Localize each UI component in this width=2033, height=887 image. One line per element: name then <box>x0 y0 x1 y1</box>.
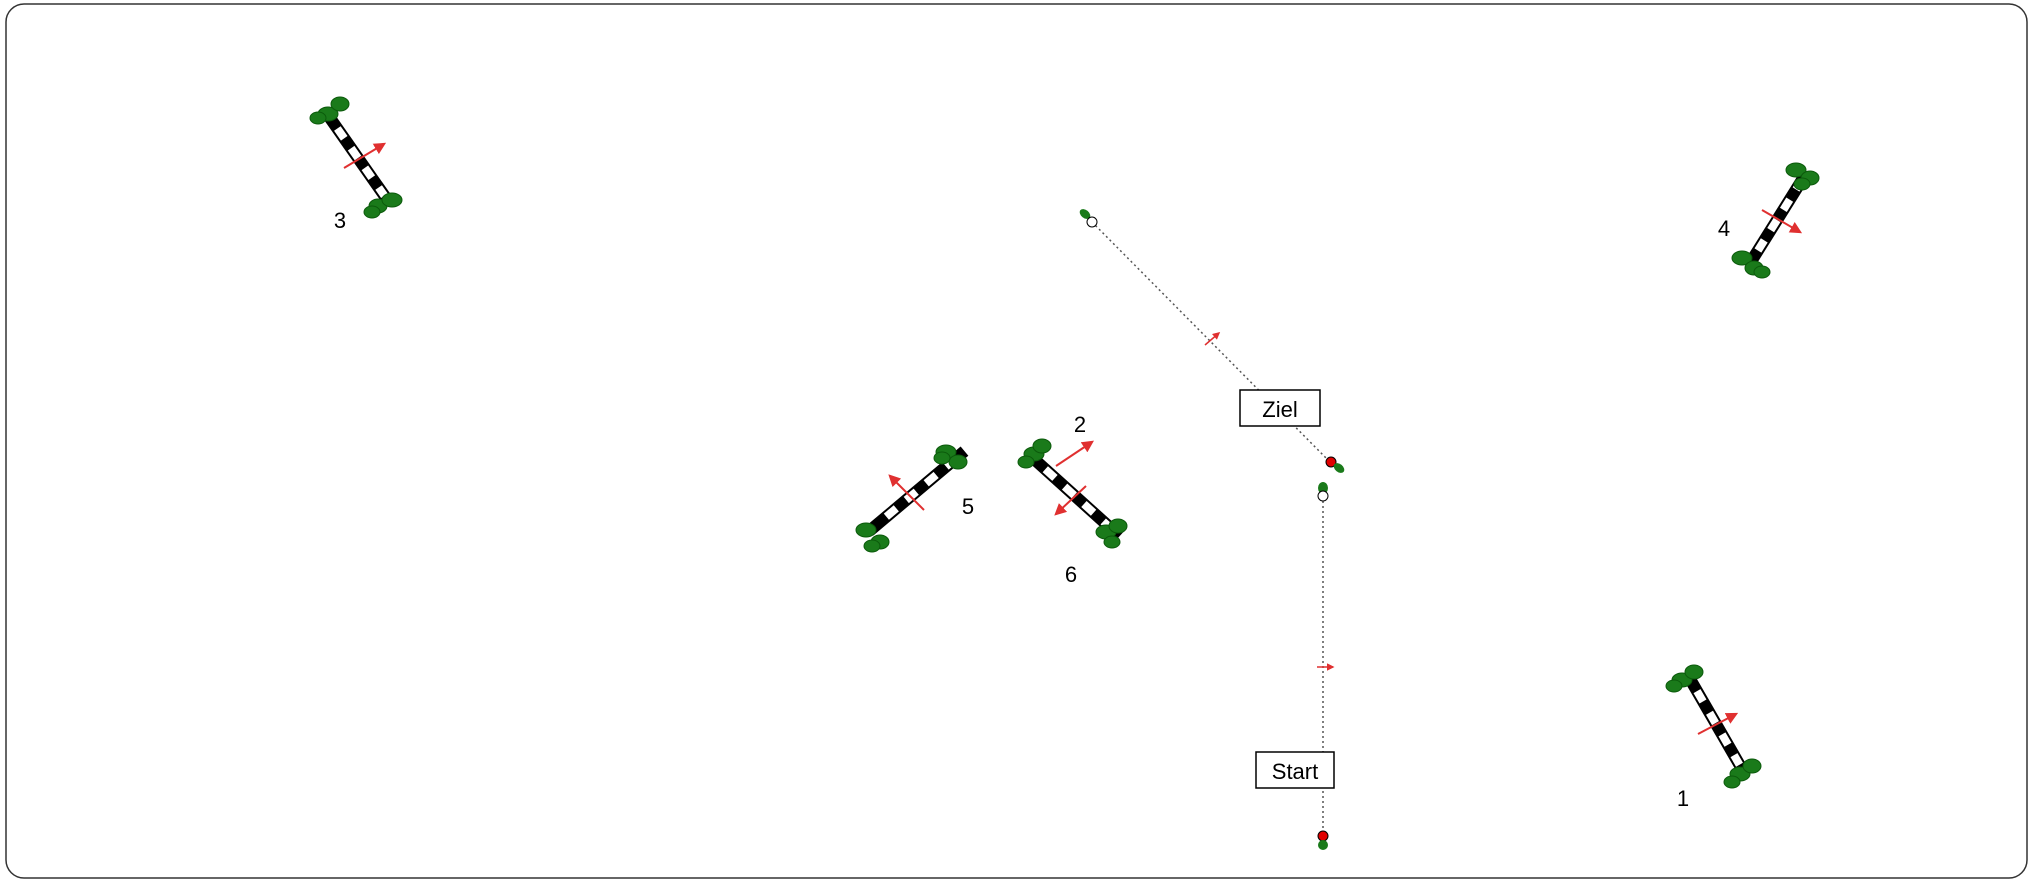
obstacle-4: 4 <box>1718 162 1820 279</box>
finish-flag-bottom <box>1325 456 1345 473</box>
plant-decor <box>855 444 968 553</box>
start-label-box <box>1255 751 1335 789</box>
obstacle-number: 1 <box>1677 786 1689 811</box>
obstacle-2-6: 2 6 <box>1017 412 1128 587</box>
direction-arrow-2 <box>1055 440 1094 467</box>
direction-arrow <box>1761 209 1803 234</box>
start-line: Start <box>1255 482 1335 850</box>
finish-label-box <box>1239 389 1321 427</box>
obstacle-5: 5 <box>855 444 974 553</box>
direction-arrow <box>343 142 387 169</box>
finish-direction-arrow <box>1204 332 1221 346</box>
plant-decor <box>1665 664 1762 789</box>
plant-decor <box>1731 162 1820 279</box>
finish-flag-top <box>1079 209 1098 228</box>
finish-label: Ziel <box>1262 397 1297 422</box>
obstacle-1: 1 <box>1665 664 1762 811</box>
start-flag-top <box>1317 482 1329 502</box>
jump-pole <box>323 111 393 205</box>
obstacle-number: 3 <box>334 208 346 233</box>
arena-border <box>5 3 2028 879</box>
plant-decor <box>1017 438 1128 549</box>
direction-arrow-6 <box>1054 485 1087 516</box>
finish-path <box>1091 221 1332 464</box>
finish-line: Ziel <box>1079 209 1345 473</box>
obstacle-number-2: 2 <box>1074 412 1086 437</box>
obstacle-number-6: 6 <box>1065 562 1077 587</box>
obstacle-number: 4 <box>1718 216 1730 241</box>
start-flag-bottom <box>1317 830 1329 850</box>
obstacle-3: 3 <box>309 96 403 233</box>
start-label: Start <box>1272 759 1318 784</box>
direction-arrow <box>888 474 925 511</box>
obstacle-number: 5 <box>962 494 974 519</box>
direction-arrow <box>1697 712 1739 735</box>
plant-decor <box>309 96 403 219</box>
